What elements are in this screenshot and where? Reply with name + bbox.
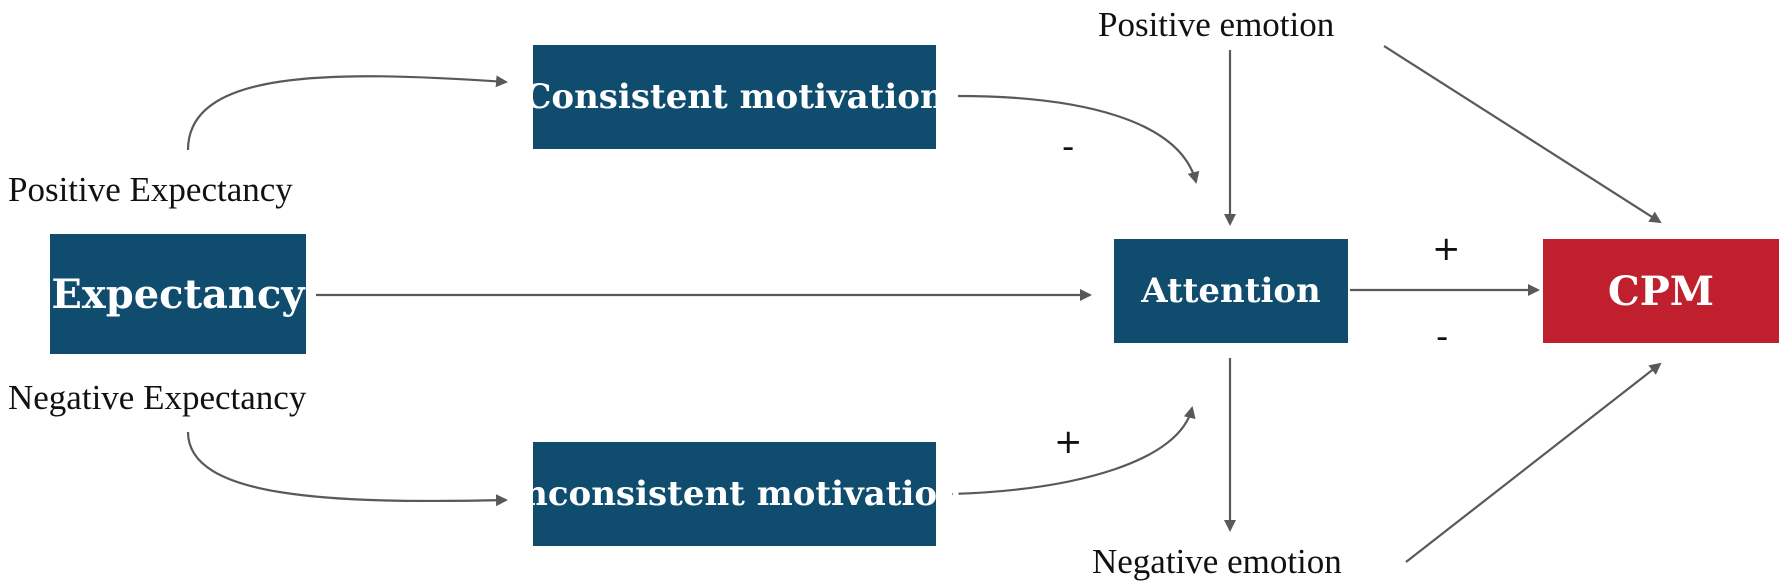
label-positive-emotion: Positive emotion [1098, 5, 1335, 44]
arrow-consistent-to-attention [957, 94, 1200, 184]
arrow-positive-emotion-to-cpm [1383, 45, 1662, 224]
label-negative-expectancy: Negative Expectancy [8, 378, 307, 417]
arrow-inconsistent-to-attention [951, 406, 1196, 496]
node-cpm-label: CPM [1607, 267, 1715, 315]
node-inconsistent-motivation-label: Inconsistent motivation [507, 474, 962, 514]
sign-inconsistent-to-attention: + [1054, 422, 1083, 462]
sign-attention-to-cpm-bottom: - [1436, 317, 1449, 357]
sign-attention-to-cpm-top: + [1432, 229, 1461, 269]
sign-consistent-to-attention: - [1062, 127, 1075, 167]
node-inconsistent-motivation: Inconsistent motivation [507, 442, 962, 546]
node-attention: Attention [1114, 239, 1348, 343]
arrow-positive-expectancy-to-consistent [186, 75, 508, 151]
node-consistent-motivation-label: Consistent motivation [524, 77, 945, 117]
node-cpm: CPM [1543, 239, 1779, 343]
arrow-negative-expectancy-to-inconsistent [186, 431, 508, 507]
node-expectancy: Expectancy [50, 234, 306, 354]
label-positive-expectancy: Positive Expectancy [8, 170, 293, 209]
node-expectancy-label: Expectancy [51, 270, 305, 318]
node-attention-label: Attention [1141, 271, 1321, 311]
label-negative-emotion: Negative emotion [1092, 542, 1342, 581]
node-consistent-motivation: Consistent motivation [524, 45, 945, 149]
arrow-negative-emotion-to-cpm [1405, 362, 1662, 563]
